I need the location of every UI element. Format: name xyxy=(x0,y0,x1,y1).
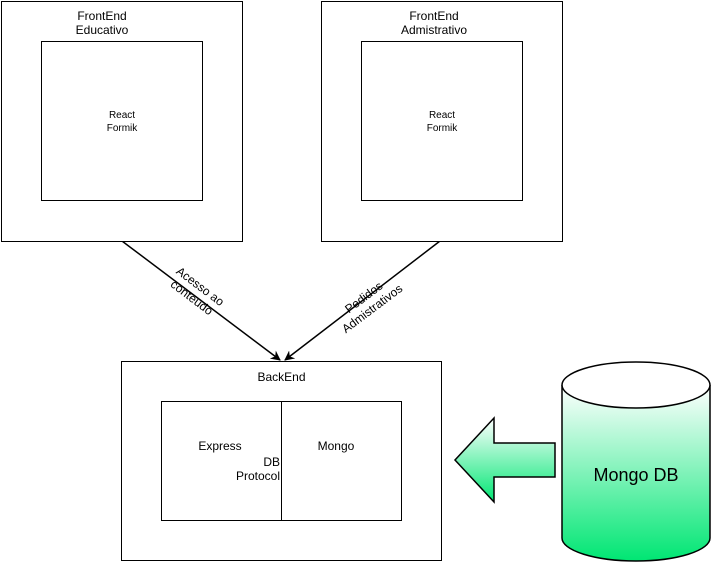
backend-db-protocol-label: DB Protocol xyxy=(226,455,280,483)
backend-express-label: Express xyxy=(198,439,242,453)
frontend-educativo-title: FrontEnd Educativo xyxy=(1,9,203,37)
frontend-educativo-inner-line2: Formik xyxy=(106,123,138,134)
frontend-admin-inner-line1: React xyxy=(428,110,456,121)
backend-db-protocol-line2: Protocol xyxy=(235,469,280,483)
frontend-admin-title-line1: FrontEnd xyxy=(409,9,459,23)
backend-title: BackEnd xyxy=(257,370,306,384)
edge-educativo-to-backend xyxy=(121,240,281,361)
frontend-educativo-inner-label: React Formik xyxy=(41,109,203,135)
frontend-admin-title-line2: Admistrativo xyxy=(400,23,468,37)
frontend-admin-inner-line2: Formik xyxy=(426,123,458,134)
frontend-admin-inner-box xyxy=(361,41,523,201)
frontend-educativo-inner-box xyxy=(41,41,203,201)
frontend-educativo-inner-line1: React xyxy=(108,110,136,121)
db-flow-arrow xyxy=(453,416,556,504)
backend-mongo-box xyxy=(281,401,402,521)
mongo-db-label: Mongo DB xyxy=(593,465,679,485)
edge-admin-to-backend xyxy=(284,240,441,361)
mongo-db-cylinder xyxy=(561,361,711,562)
frontend-educativo-title-line2: Educativo xyxy=(75,23,129,37)
frontend-admin-inner-label: React Formik xyxy=(361,109,523,135)
frontend-admin-title: FrontEnd Admistrativo xyxy=(321,9,547,37)
backend-db-protocol-line1: DB xyxy=(263,455,280,469)
frontend-educativo-title-line1: FrontEnd xyxy=(77,9,127,23)
backend-mongo-label: Mongo xyxy=(317,439,355,453)
